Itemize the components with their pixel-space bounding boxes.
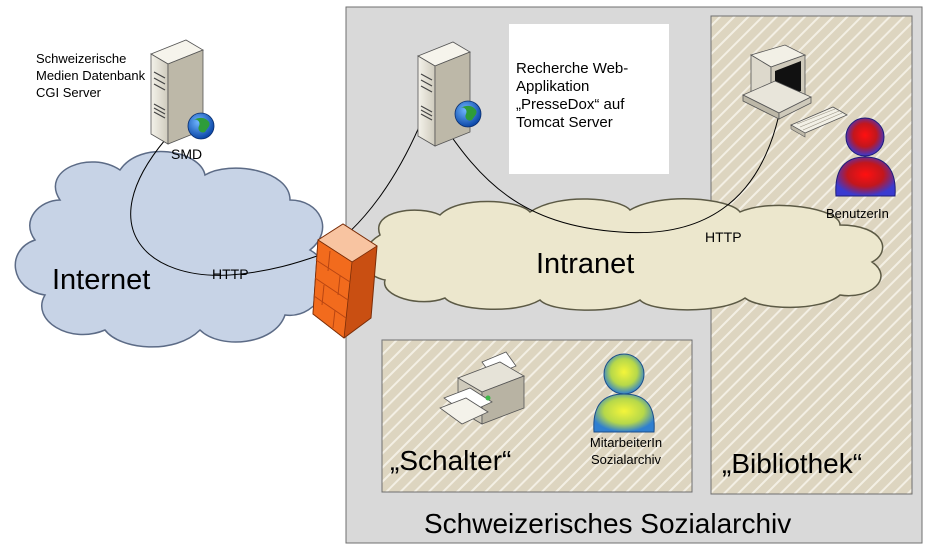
smd-label: SMD <box>171 146 203 162</box>
http-label-internet: HTTP <box>212 266 249 282</box>
http-label-intranet: HTTP <box>705 229 742 245</box>
benutzer-label: BenutzerIn <box>826 206 889 221</box>
smd-description: Schweizerische Medien Datenbank CGI Serv… <box>36 51 146 100</box>
intranet-label: Intranet <box>536 248 635 280</box>
server-icon-pressedox <box>417 41 482 147</box>
app-description: Recherche Web-Applikation „PresseDox“ au… <box>516 60 629 131</box>
person-icon-benutzer <box>835 117 896 197</box>
app-description-box <box>509 24 669 174</box>
internet-label: Internet <box>52 264 151 296</box>
globe-icon-pressedox <box>454 100 482 128</box>
organisation-label: Schweizerisches Sozialarchiv <box>424 508 792 539</box>
server-icon-smd <box>150 39 215 145</box>
firewall-icon <box>312 223 378 339</box>
mitarbeiter-label: MitarbeiterIn Sozialarchiv <box>589 435 663 467</box>
http-line-intranet <box>439 109 781 234</box>
cloud-icon-internet <box>14 150 328 348</box>
http-line-internet <box>130 99 431 276</box>
cloud-icon-intranet <box>362 198 884 311</box>
schalter-label: „Schalter“ <box>390 445 512 476</box>
printer-icon <box>439 351 525 425</box>
person-icon-mitarbeiter <box>593 353 655 433</box>
globe-icon-smd <box>187 112 215 140</box>
bibliothek-label: „Bibliothek“ <box>722 448 863 479</box>
computer-icon <box>742 44 848 138</box>
